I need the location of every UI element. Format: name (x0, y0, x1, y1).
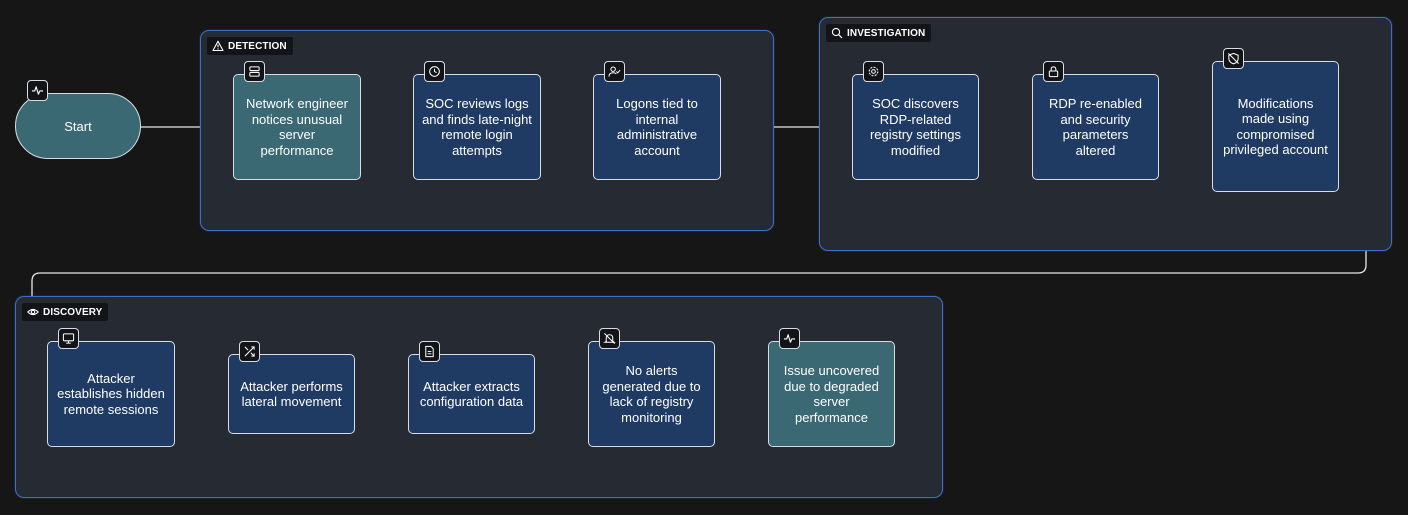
group-investigation-label: INVESTIGATION (826, 24, 932, 42)
group-detection-title: DETECTION (228, 40, 287, 52)
clock-icon (424, 61, 445, 82)
document-icon (419, 341, 440, 362)
node-soc-reviews-logs-text: SOC reviews logs and finds late-night re… (422, 96, 532, 158)
shuffle-icon (239, 341, 260, 362)
shield-off-icon (1223, 48, 1244, 69)
node-soc-discovers-text: SOC discovers RDP-related registry setti… (869, 96, 962, 158)
search-icon (831, 27, 843, 39)
group-discovery-title: DISCOVERY (43, 306, 103, 318)
group-discovery-label: DISCOVERY (22, 303, 109, 321)
node-modifications-made-text: Modifications made using compromised pri… (1223, 95, 1328, 158)
activity-icon (27, 80, 48, 101)
node-extracts-configuration-text: Attacker extracts configuration data (419, 378, 524, 410)
lock-icon (1043, 61, 1064, 82)
node-soc-reviews-logs[interactable]: SOC reviews logs and finds late-night re… (413, 61, 541, 180)
node-logons-tied-text: Logons tied to internal administrative a… (616, 96, 698, 158)
node-issue-uncovered[interactable]: Issue uncovered due to degraded server p… (768, 328, 895, 447)
monitor-icon (58, 328, 79, 349)
node-attacker-establishes-text: Attacker establishes hidden remote sessi… (57, 370, 165, 417)
node-modifications-made[interactable]: Modifications made using compromised pri… (1212, 48, 1339, 192)
node-rdp-reenabled-text: RDP re-enabled and security parameters a… (1049, 96, 1142, 158)
node-soc-discovers[interactable]: SOC discovers RDP-related registry setti… (852, 61, 979, 180)
start-node-label: Start (64, 118, 92, 134)
group-investigation-title: INVESTIGATION (847, 27, 926, 39)
group-detection-label: DETECTION (207, 37, 293, 55)
node-rdp-reenabled[interactable]: RDP re-enabled and security parameters a… (1032, 61, 1159, 180)
node-no-alerts-text: No alerts generated due to lack of regis… (602, 363, 701, 425)
node-issue-uncovered-text: Issue uncovered due to degraded server p… (783, 363, 880, 425)
activity-icon (779, 328, 800, 349)
start-node[interactable]: Start (15, 80, 141, 159)
eye-icon (27, 306, 39, 318)
warning-triangle-icon (212, 40, 224, 52)
node-logons-tied[interactable]: Logons tied to internal administrative a… (593, 61, 721, 180)
node-lateral-movement[interactable]: Attacker performs lateral movement (228, 341, 355, 434)
user-check-icon (604, 61, 625, 82)
gear-icon (863, 61, 884, 82)
node-lateral-movement-text: Attacker performs lateral movement (240, 378, 343, 410)
node-extracts-configuration[interactable]: Attacker extracts configuration data (408, 341, 535, 434)
node-network-engineer-notices[interactable]: Network engineer notices unusual server … (233, 61, 361, 180)
bell-off-icon (599, 328, 620, 349)
node-attacker-establishes[interactable]: Attacker establishes hidden remote sessi… (47, 328, 175, 447)
node-no-alerts[interactable]: No alerts generated due to lack of regis… (588, 328, 715, 447)
server-icon (244, 61, 265, 82)
node-network-engineer-notices-text: Network engineer notices unusual server … (246, 96, 348, 158)
